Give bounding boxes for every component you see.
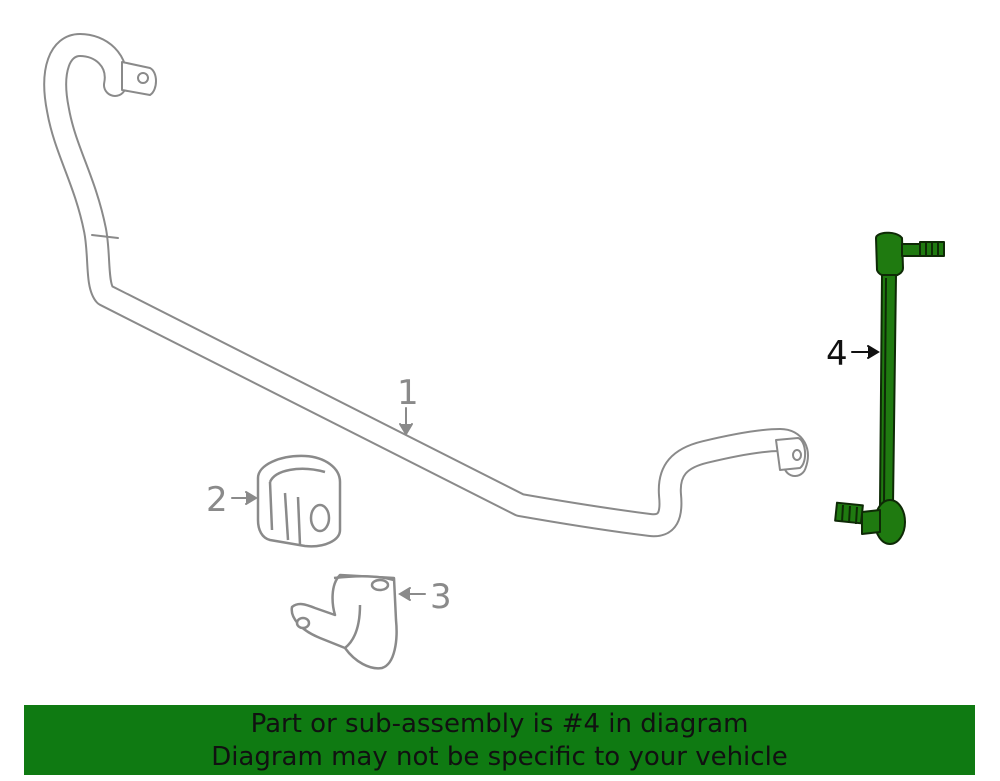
bushing-bracket[interactable] (290, 573, 398, 670)
callout-2: 2 (206, 480, 228, 520)
stabilizer-link[interactable] (834, 231, 945, 545)
stabilizer-bar[interactable] (43, 33, 809, 538)
part-notice-banner: Part or sub-assembly is #4 in diagram Di… (24, 705, 975, 775)
banner-line-2: Diagram may not be specific to your vehi… (211, 742, 788, 772)
callout-4: 4 (826, 334, 848, 374)
callout-3: 3 (430, 577, 452, 617)
banner-line-1: Part or sub-assembly is #4 in diagram (250, 709, 749, 739)
callout-1: 1 (397, 373, 419, 413)
parts-diagram: 1 2 3 4 (43, 33, 945, 670)
bushing[interactable] (256, 454, 342, 548)
callout-arrows (231, 345, 880, 601)
